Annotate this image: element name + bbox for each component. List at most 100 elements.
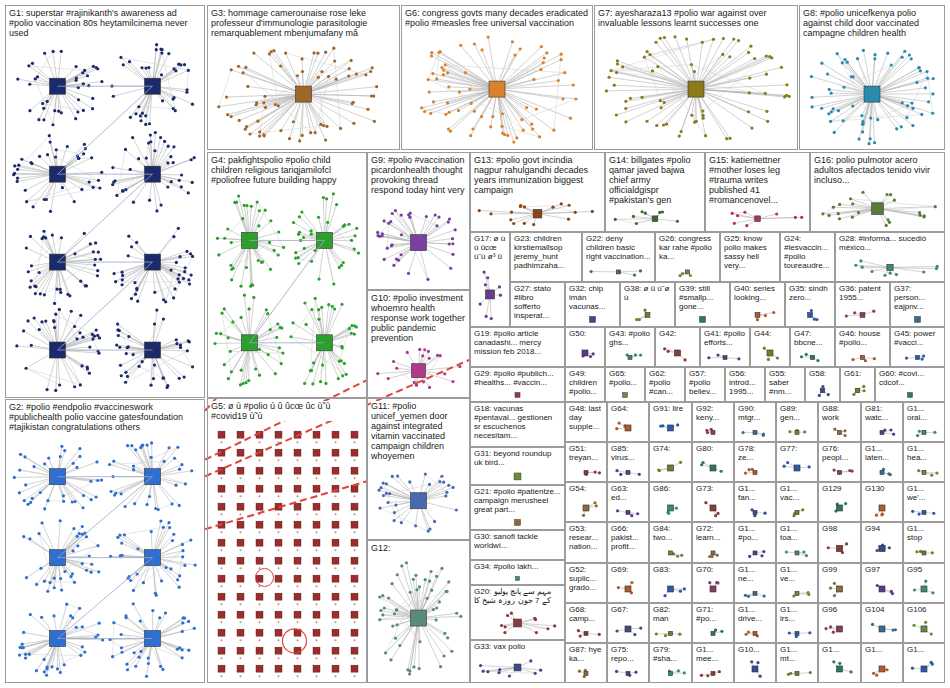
vertex-icon <box>914 316 920 322</box>
vertex-dot <box>333 59 336 62</box>
vertex-dot <box>540 45 543 48</box>
vertex-dot <box>591 210 594 213</box>
vertex-dot <box>810 309 813 312</box>
edge-line <box>238 66 303 94</box>
vertex-dot <box>926 77 929 80</box>
vertex-dot <box>857 211 860 214</box>
vertex-dot <box>435 77 438 80</box>
vertex-dot <box>289 335 292 338</box>
vertex-dot <box>765 73 768 76</box>
vertex-dot <box>446 71 449 74</box>
vertex-dot <box>639 269 642 272</box>
vertex-dot <box>268 241 271 244</box>
vertex-dot <box>91 107 94 110</box>
vertex-dot <box>77 98 80 101</box>
vertex-dot <box>31 62 34 65</box>
vertex-dot <box>478 209 481 212</box>
vertex-dot <box>43 52 46 55</box>
vertex-dot <box>766 120 769 123</box>
vertex-dot <box>701 41 704 44</box>
vertex-dot <box>683 358 686 361</box>
edge-line <box>811 77 872 95</box>
vertex-dot <box>16 168 19 171</box>
vertex-dot <box>800 216 803 219</box>
vertex-dot <box>861 266 864 269</box>
vertex-dot <box>464 71 467 74</box>
edge-line <box>228 94 304 115</box>
vertex-dot <box>655 124 658 127</box>
vertex-dot <box>853 311 856 314</box>
vertex-dot <box>922 355 925 358</box>
edge-line <box>734 219 757 224</box>
vertex-dot <box>256 200 259 203</box>
vertex-dot <box>297 233 300 236</box>
vertex-icon <box>699 316 705 322</box>
vertex-dot <box>673 35 676 38</box>
vertex-dot <box>483 270 486 273</box>
vertex-dot <box>645 50 648 53</box>
vertex-dot <box>98 186 101 189</box>
edge-line <box>268 314 282 364</box>
vertex-dot <box>262 133 265 136</box>
vertex-dot <box>100 80 103 83</box>
vertex-dot <box>572 83 575 86</box>
vertex-dot <box>144 123 147 126</box>
vertex-dot <box>473 42 476 45</box>
vertex-dot <box>135 288 138 291</box>
vertex-dot <box>861 122 864 125</box>
vertex-dot <box>75 76 78 79</box>
vertex-dot <box>747 51 750 54</box>
vertex-dot <box>162 377 165 380</box>
vertex-dot <box>126 375 129 378</box>
vertex-dot <box>376 234 379 237</box>
vertex-dot <box>258 135 261 138</box>
vertex-dot <box>479 302 482 305</box>
vertex-dot <box>303 301 306 304</box>
edge-line <box>219 70 231 107</box>
vertex-dot <box>634 353 637 356</box>
vertex-dot <box>120 374 123 377</box>
edge-line <box>75 254 95 260</box>
vertex-dot <box>267 353 270 356</box>
vertex-dot <box>895 127 898 130</box>
vertex-dot <box>381 232 384 235</box>
vertex-dot <box>52 319 55 322</box>
vertex-dot <box>444 63 447 66</box>
vertex-dot <box>20 158 23 161</box>
vertex-dot <box>309 229 312 232</box>
vertex-dot <box>167 52 170 55</box>
vertex-dot <box>838 203 841 206</box>
vertex-dot <box>885 224 888 227</box>
vertex-dot <box>53 109 56 112</box>
vertex-dot <box>118 329 121 332</box>
vertex-dot <box>444 113 447 116</box>
vertex-dot <box>446 101 449 104</box>
vertex-icon <box>486 290 495 299</box>
vertex-dot <box>46 153 49 156</box>
vertex-dot <box>241 217 244 220</box>
vertex-icon <box>411 235 427 251</box>
vertex-dot <box>732 37 735 40</box>
vertex-dot <box>512 140 515 143</box>
vertex-dot <box>523 222 526 225</box>
vertex-dot <box>501 132 504 135</box>
vertex-dot <box>435 224 438 227</box>
vertex-dot <box>312 51 315 54</box>
vertex-dot <box>418 348 421 351</box>
edge-line <box>831 116 862 122</box>
vertex-dot <box>821 385 824 388</box>
vertex-dot <box>373 120 376 123</box>
vertex-dot <box>592 352 595 355</box>
vertex-dot <box>155 43 158 46</box>
vertex-icon <box>755 216 761 222</box>
vertex-dot <box>25 246 28 249</box>
vertex-dot <box>842 86 845 89</box>
vertex-dot <box>301 70 304 73</box>
vertex-dot <box>127 254 130 257</box>
vertex-dot <box>264 106 267 109</box>
vertex-dot <box>924 86 927 89</box>
vertex-dot <box>227 336 230 339</box>
vertex-dot <box>430 54 433 57</box>
vertex-dot <box>337 377 340 380</box>
vertex-dot <box>92 186 95 189</box>
